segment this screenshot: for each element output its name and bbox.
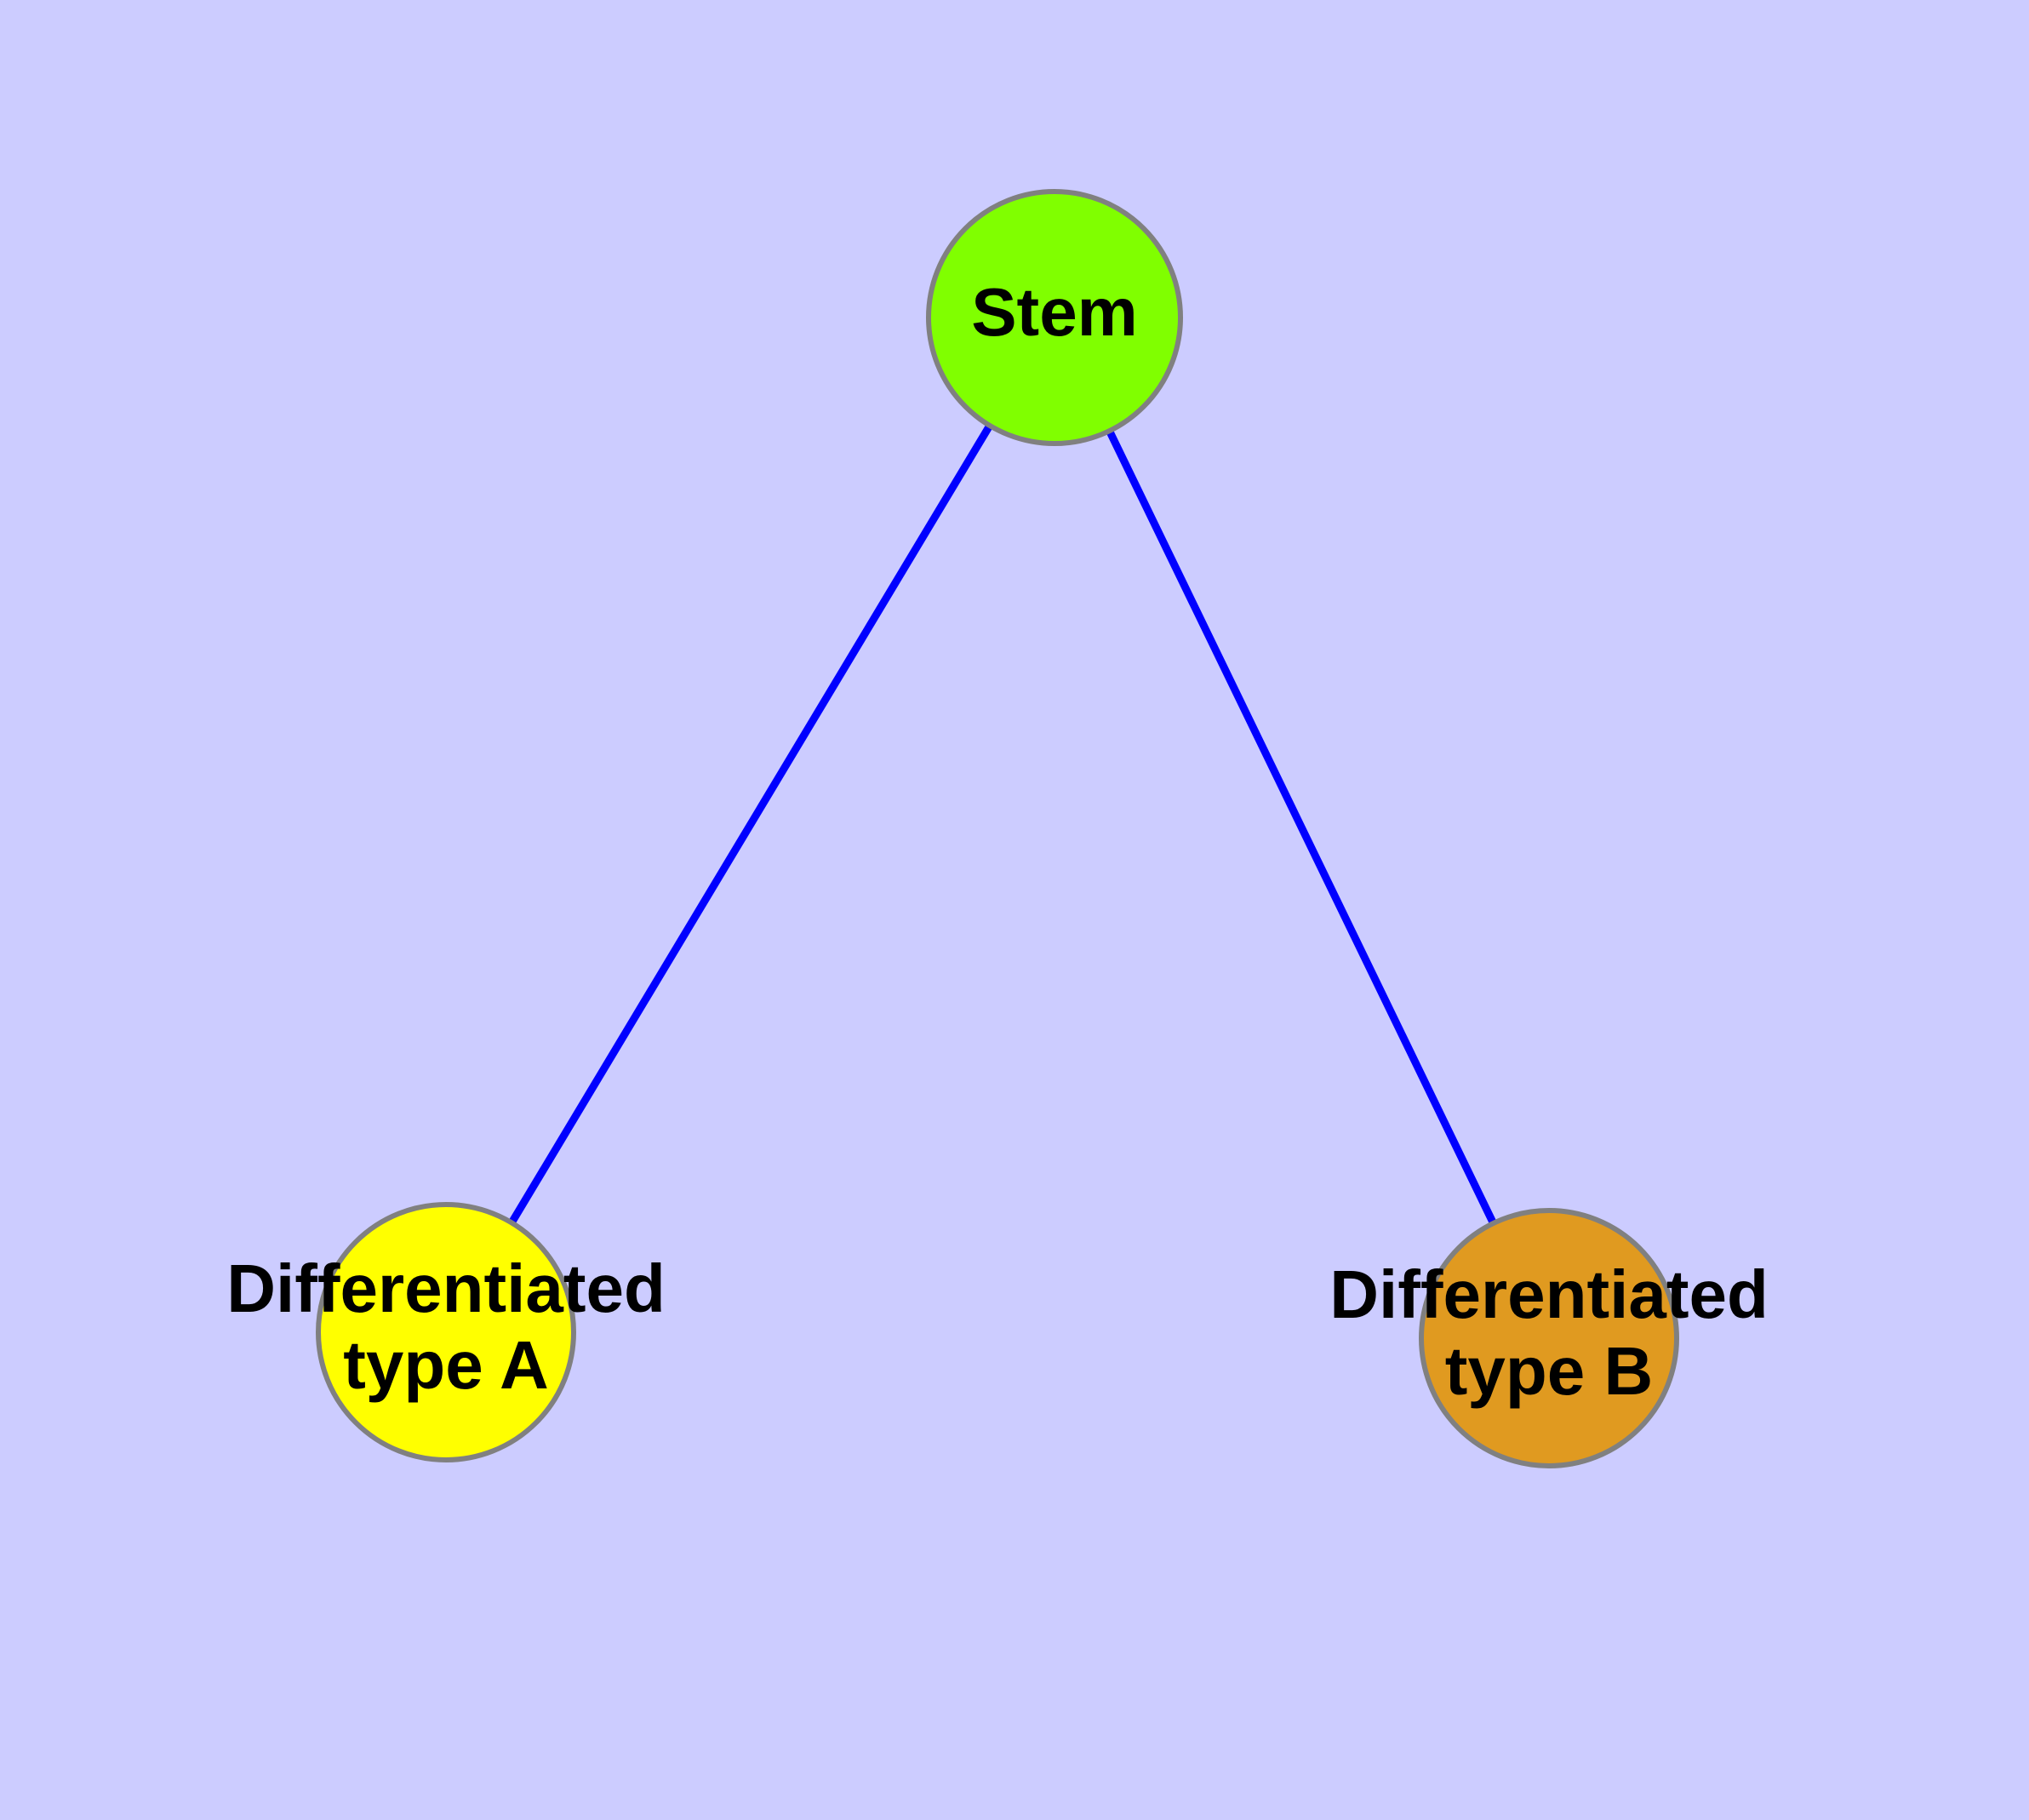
node-label-line: Differentiated: [226, 1251, 666, 1326]
edges-layer: [506, 421, 1499, 1228]
node-stem[interactable]: [926, 189, 1183, 446]
node-label-stem: Stem: [971, 274, 1138, 350]
nodes-layer: [316, 189, 1679, 1468]
node-label-line: Differentiated: [1329, 1256, 1769, 1332]
node-label-line: Stem: [971, 274, 1138, 350]
node-diff_a[interactable]: [316, 1202, 576, 1462]
edge-stem-diff-b[interactable]: [1104, 426, 1499, 1228]
node-label-line: type B: [1445, 1333, 1654, 1409]
edge-stem-diff-a[interactable]: [506, 421, 995, 1228]
node-diff_b[interactable]: [1419, 1208, 1679, 1468]
node-label-line: type A: [343, 1327, 549, 1403]
